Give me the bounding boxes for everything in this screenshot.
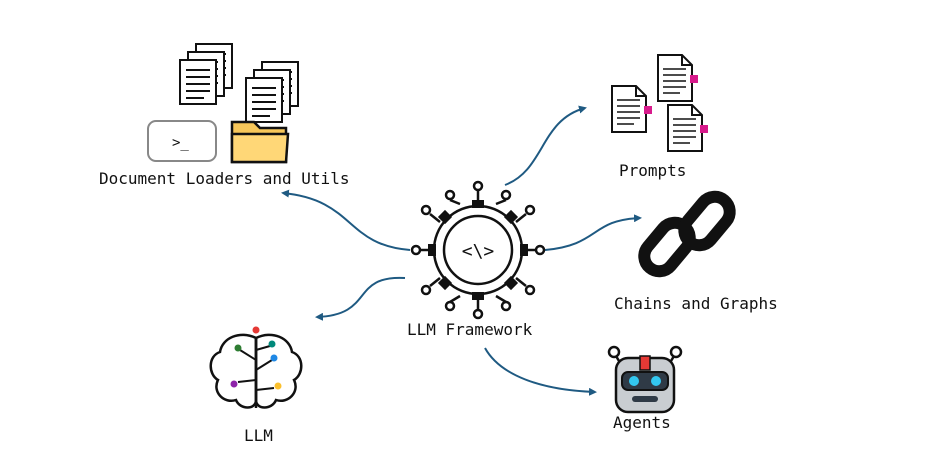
chain-link-icon bbox=[638, 190, 736, 278]
brain-circuit-icon bbox=[209, 326, 303, 409]
gear-code-network-icon: <\> bbox=[410, 180, 546, 320]
robot-icon bbox=[607, 345, 683, 414]
terminal-icon: >_ bbox=[147, 120, 217, 162]
arrow-to-chains bbox=[544, 214, 642, 251]
label-prompts: Prompts bbox=[619, 161, 687, 180]
label-llm-framework: LLM Framework bbox=[407, 320, 533, 339]
arrow-to-agents bbox=[484, 347, 597, 396]
arrow-to-loaders bbox=[281, 189, 411, 251]
label-llm: LLM bbox=[244, 426, 273, 445]
label-chains-graphs: Chains and Graphs bbox=[614, 294, 778, 313]
label-agents: Agents bbox=[613, 413, 671, 432]
svg-text:<\>: <\> bbox=[462, 241, 495, 262]
svg-text:>_: >_ bbox=[172, 135, 189, 151]
arrow-to-llm bbox=[315, 276, 406, 321]
folder-icon bbox=[230, 120, 290, 164]
documents-icon bbox=[179, 43, 299, 123]
prompt-documents-icon bbox=[611, 54, 709, 152]
arrow-to-prompts bbox=[504, 105, 587, 186]
label-document-loaders: Document Loaders and Utils bbox=[99, 169, 350, 188]
